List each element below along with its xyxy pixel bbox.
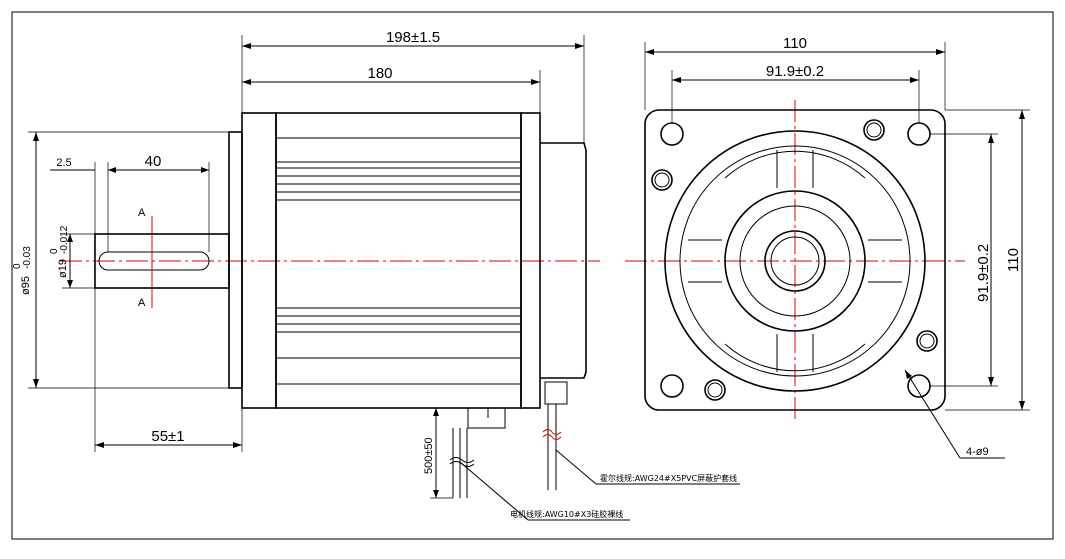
square-width-text: 110 [783,35,807,52]
section-label-bottom: A [138,297,146,309]
encoder-cable-note: 霍尔线规:AWG24#X5PVC屏蔽护套线 [600,473,737,483]
shaft-tol-upper: 0 [49,248,60,254]
key-length-text: 40 [145,153,162,170]
body-fins [276,137,521,385]
key-offset-text: 2.5 [56,157,71,169]
square-height-text: 110 [1005,248,1022,272]
dim-shaft-length: 55±1 [94,288,243,452]
shaft-length-text: 55±1 [151,428,184,445]
dim-hole-pitch-v: 91.9±0.2 [930,133,998,387]
hole-pitch-h-text: 91.9±0.2 [766,63,824,80]
front-view: 110 91.9±0.2 91.9±0.2 110 [625,35,1030,459]
shaft-hole [770,236,820,286]
shaft-tol-lower: -0.012 [59,225,70,254]
power-cable-note: 电机线规:AWG10#X3硅胶裸线 [510,509,623,519]
dim-shaft-diameter: ø19 0 -0.012 [49,225,95,289]
hole-pitch-v-text: 91.9±0.2 [975,244,992,302]
power-cable-leader [459,461,529,521]
square-flange [644,109,946,411]
ribs [688,150,902,372]
side-view: 198±1.5 180 40 2.5 A A [12,29,740,521]
pilot-ring [724,190,866,332]
power-cable [449,408,506,498]
hole-callout-text: 4-ø9 [966,446,989,458]
encoder-cable-leader [555,449,597,485]
hole-callout: 4-ø9 [904,369,1005,459]
dim-cable-length: 500±50 [423,407,468,499]
flange-tol-lower: -0.03 [22,246,33,269]
dim-overall-length: 198±1.5 [241,29,585,143]
outer-housing [664,130,926,392]
dim-key-length: 40 2.5 [50,153,210,252]
keyway-slot [98,251,210,271]
section-label-top: A [138,207,146,219]
drawing-border [11,11,1054,540]
shaft-boss [764,230,826,292]
dim-hole-pitch-h: 91.9±0.2 [671,63,920,123]
body-length-text: 180 [367,65,392,82]
flange-tol-upper: 0 [12,263,23,269]
dim-square-width: 110 [644,35,946,110]
dim-flange-diameter: ø95 0 -0.03 [12,131,229,389]
flange-diameter-text: ø95 [20,276,32,295]
overall-length-text: 198±1.5 [386,29,440,46]
encoder-cable [542,381,568,490]
shaft-diameter-text: ø19 [57,259,69,278]
dim-body-length: 180 [242,65,541,113]
inner-housing [679,145,911,377]
front-flange [228,131,243,389]
pilot-inner [739,205,851,317]
rear-cap [520,112,541,409]
dim-square-height: 110 [945,109,1030,411]
cable-length-text: 500±50 [423,437,435,474]
encoder-cover [540,142,587,379]
